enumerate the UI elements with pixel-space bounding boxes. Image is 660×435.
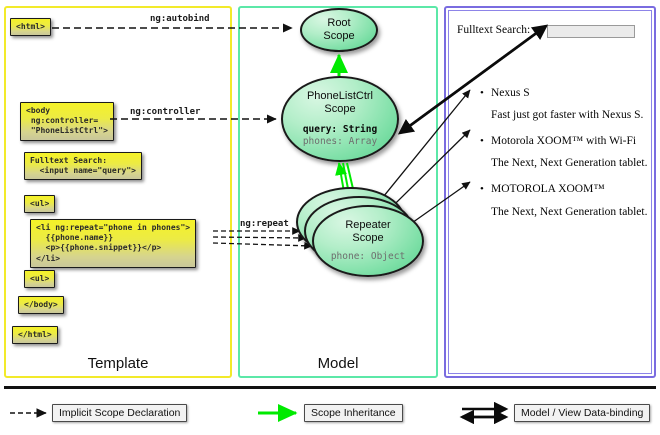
template-box-body-controller: <body ng:controller= "PhoneListCtrl"> [20,102,114,141]
edge-label-ng-autobind: ng:autobind [150,14,210,24]
legend-scope-inheritance: Scope Inheritance [304,404,403,422]
root-scope-title-line2: Scope [323,30,355,42]
template-box-li-repeat: <li ng:repeat="phone in phones"> {{phone… [30,219,197,268]
column-label-template: Template [87,355,149,372]
repeater-title-line2: Scope [352,231,384,244]
view-item-name-1: Motorola XOOM™ with Wi-Fi [480,135,636,147]
legend-implicit-scope-declaration: Implicit Scope Declaration [52,404,188,422]
legend-glyph-model-view-data-binding [459,401,509,425]
view-item-snippet-2: The Next, Next Generation tablet. [491,206,648,218]
column-label-model: Model [317,355,359,372]
template-box-html-open: <html> [10,18,51,37]
template-box-body-close: </body> [18,296,64,315]
column-template: Template [4,6,232,378]
legend-model-view-data-binding: Model / View Data-binding [514,404,651,422]
template-box-ul-close: <ul> [24,270,56,289]
view-item-name-2: MOTOROLA XOOM™ [480,183,605,195]
phonelistctrl-prop-phones: phones: Array [302,136,378,148]
template-box-ul-open: <ul> [24,195,56,214]
phonelistctrl-title-line2: Scope [324,102,356,115]
root-scope-title-line1: Root [327,17,351,30]
ellipse-repeater-scope: Repeater Scope phone: Object [312,205,424,277]
phonelistctrl-title-line1: PhoneListCtrl [306,89,374,102]
view-item-snippet-1: The Next, Next Generation tablet. [491,157,648,169]
legend-divider [4,386,656,389]
ellipse-phonelistctrl-scope: PhoneListCtrl Scope query: String phones… [281,76,399,162]
repeater-title-line1: Repeater [345,218,391,231]
view-item-name-0: Nexus S [480,87,530,99]
edge-label-ng-controller: ng:controller [130,107,201,117]
template-box-html-close: </html> [12,326,58,345]
view-rendered-page: Fulltext Search: Nexus S Fast just got f… [448,10,652,374]
view-item-snippet-0: Fast just got faster with Nexus S. [491,109,644,121]
edge-label-ng-repeat: ng:repeat [240,219,289,229]
ellipse-root-scope: Root Scope [300,8,378,52]
phonelistctrl-prop-query: query: String [302,124,378,136]
view-fulltext-search-label: Fulltext Search: [457,24,531,36]
repeater-prop-phone: phone: Object [330,251,406,263]
view-fulltext-search-input[interactable] [547,25,635,38]
template-box-fulltext-search: Fulltext Search: <input name="query"> [24,152,142,181]
